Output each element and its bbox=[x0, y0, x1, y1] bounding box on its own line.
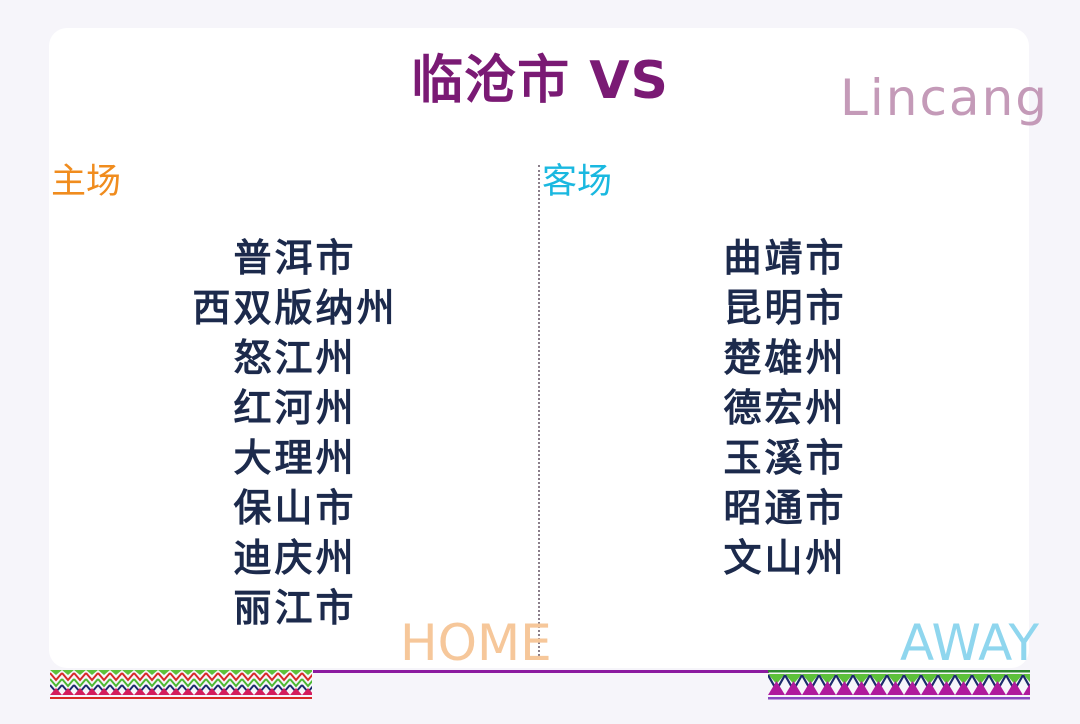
home-watermark: HOME bbox=[400, 614, 552, 672]
list-item: 昭通市 bbox=[723, 486, 847, 530]
bottom-accent-line bbox=[313, 670, 769, 673]
page-title: 临沧市 VS bbox=[411, 51, 669, 111]
list-item: 文山州 bbox=[723, 536, 847, 580]
list-item: 西双版纳州 bbox=[192, 286, 398, 330]
away-watermark: AWAY bbox=[900, 614, 1040, 672]
list-item: 怒江州 bbox=[233, 336, 357, 380]
list-item: 大理州 bbox=[233, 436, 357, 480]
list-item: 曲靖市 bbox=[723, 236, 847, 280]
list-item: 昆明市 bbox=[723, 286, 847, 330]
home-city-list: 普洱市 西双版纳州 怒江州 红河州 大理州 保山市 迪庆州 丽江市 bbox=[150, 233, 440, 633]
zigzag-border-left-decoration bbox=[50, 670, 312, 699]
list-item: 迪庆州 bbox=[233, 536, 357, 580]
list-item: 丽江市 bbox=[233, 586, 357, 630]
list-item: 德宏州 bbox=[723, 386, 847, 430]
column-divider bbox=[538, 165, 540, 660]
away-label: 客场 bbox=[542, 162, 613, 202]
list-item: 普洱市 bbox=[233, 236, 357, 280]
list-item: 保山市 bbox=[233, 486, 357, 530]
home-label: 主场 bbox=[51, 162, 122, 202]
english-subtitle: Lincang bbox=[840, 69, 1049, 127]
zigzag-border-right-decoration bbox=[768, 670, 1030, 700]
list-item: 楚雄州 bbox=[723, 336, 847, 380]
away-city-list: 曲靖市 昆明市 楚雄州 德宏州 玉溪市 昭通市 文山州 bbox=[690, 233, 880, 583]
list-item: 红河州 bbox=[233, 386, 357, 430]
list-item: 玉溪市 bbox=[723, 436, 847, 480]
